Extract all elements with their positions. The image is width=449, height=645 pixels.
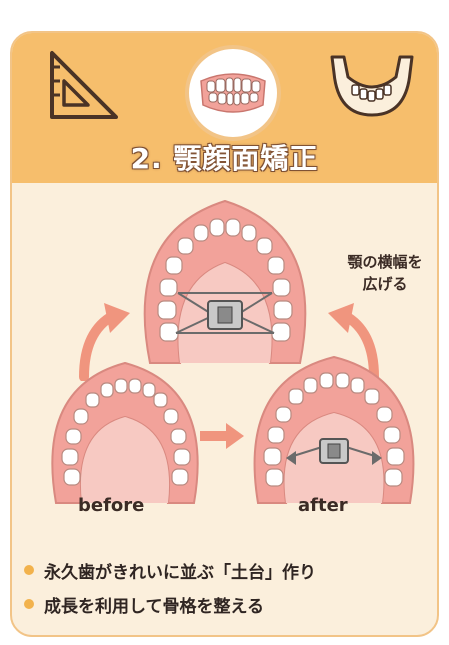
bullet-item: 成長を利用して骨格を整える xyxy=(24,587,434,621)
before-label: before xyxy=(78,495,145,516)
teeth-badge xyxy=(185,45,281,141)
page-title: 2. 顎顔面矯正 xyxy=(130,142,319,175)
info-card: 2. 顎顔面矯正 xyxy=(10,31,439,637)
bullet-item: 永久歯がきれいに並ぶ「土台」作り xyxy=(24,553,434,587)
callout-text: 顎の横幅を 広げる xyxy=(325,251,437,295)
curved-arrow-up-left-icon xyxy=(328,303,379,381)
bullet-text: 成長を利用して骨格を整える xyxy=(44,596,264,617)
teeth-smile-icon xyxy=(200,73,266,113)
after-label: after xyxy=(298,495,348,516)
bullet-list: 永久歯がきれいに並ぶ「土台」作り 成長を利用して骨格を整える xyxy=(24,553,434,621)
callout-line-2: 広げる xyxy=(362,275,408,293)
bullet-text: 永久歯がきれいに並ぶ「土台」作り xyxy=(44,562,316,583)
callout-line-1: 顎の横幅を xyxy=(347,253,423,271)
jaw-icon xyxy=(330,55,414,117)
arrow-right-icon xyxy=(200,423,244,449)
curved-arrow-up-right-icon xyxy=(79,303,130,381)
triangle-ruler-icon xyxy=(50,51,118,119)
after-arch-illustration xyxy=(253,355,415,504)
top-arch-illustration xyxy=(143,199,307,364)
before-arch-illustration xyxy=(51,361,199,504)
bullet-dot-icon xyxy=(24,565,34,575)
bullet-dot-icon xyxy=(24,599,34,609)
